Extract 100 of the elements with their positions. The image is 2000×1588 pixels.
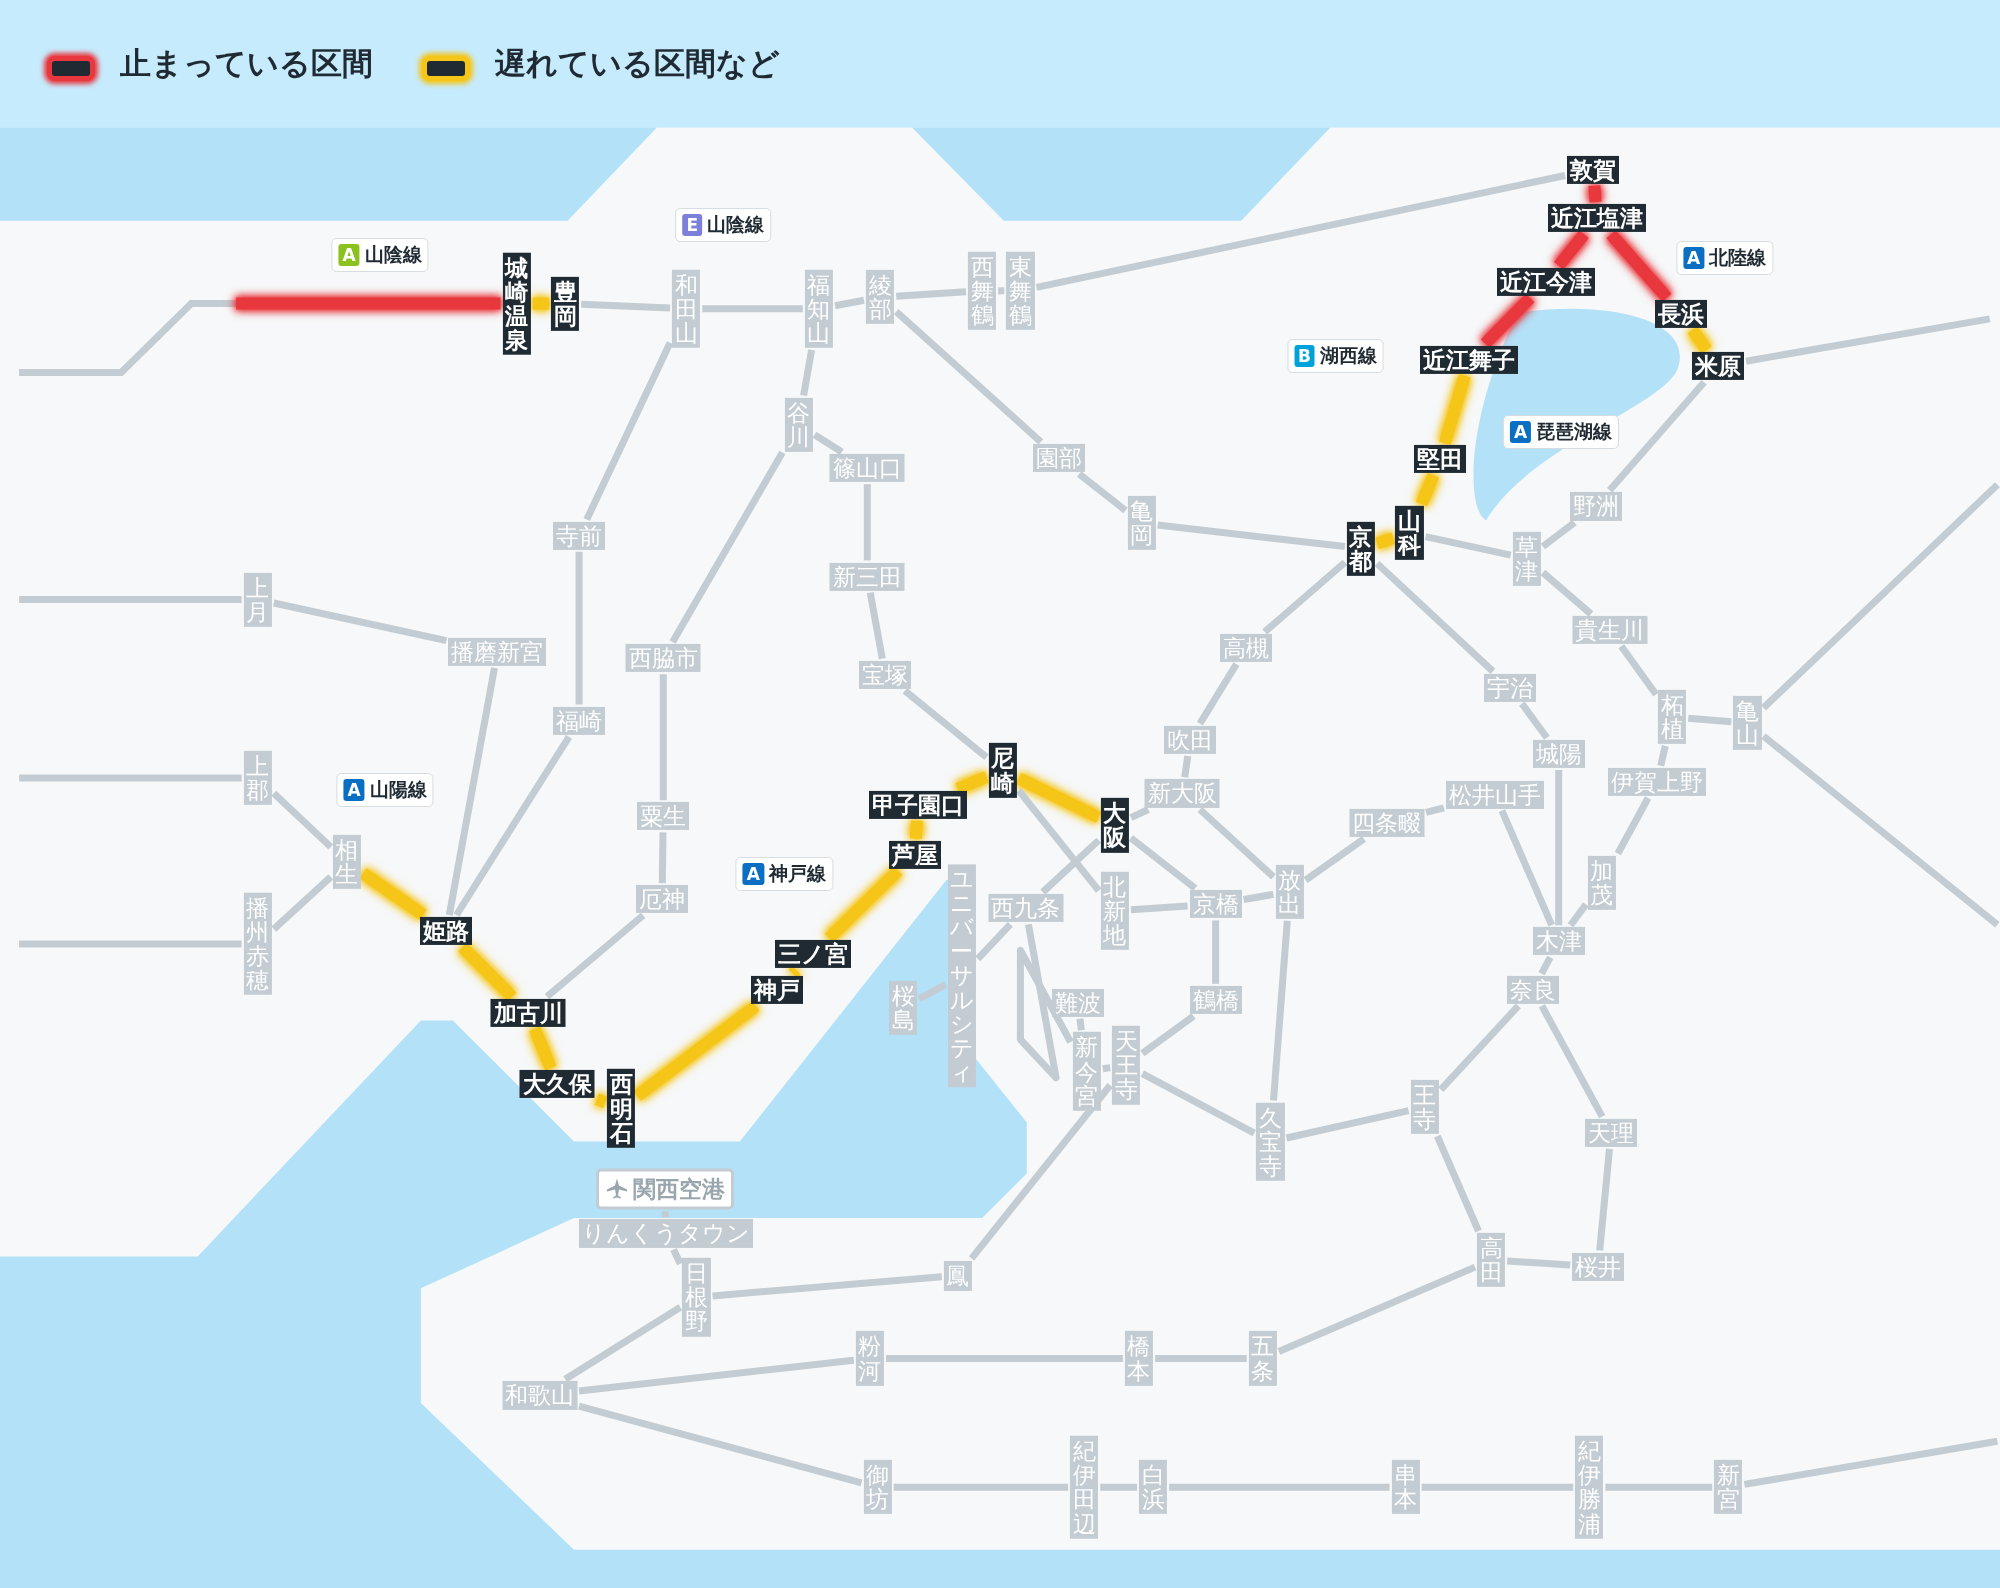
line-letter-badge: A xyxy=(1510,421,1532,444)
station-box: 天王寺 xyxy=(1112,1025,1141,1105)
rail-line xyxy=(1761,733,2000,928)
station-box: 豊岡 xyxy=(551,276,580,331)
rail-line xyxy=(1596,1148,1613,1251)
station-box: 四条畷 xyxy=(1349,808,1424,837)
rail-line xyxy=(712,1273,943,1300)
station-box: 北新地 xyxy=(1100,871,1129,950)
rail-line xyxy=(669,450,786,644)
line-name: 北陸線 xyxy=(1709,244,1767,270)
rail-line xyxy=(1076,1018,1085,1031)
station-box: 米原 xyxy=(1692,352,1745,381)
station-box: 和歌山 xyxy=(502,1381,577,1410)
rail-line xyxy=(633,1001,760,1101)
station-box: 吹田 xyxy=(1164,725,1217,754)
station-box: 亀岡 xyxy=(1127,495,1156,551)
station-box: 堅田 xyxy=(1414,445,1467,474)
station-box: 京都 xyxy=(1346,521,1376,576)
station-box: 近江舞子 xyxy=(1420,345,1519,374)
rail-line xyxy=(359,868,427,920)
station-box: 亀山 xyxy=(1733,696,1762,751)
rail-line xyxy=(458,942,517,1001)
rail-line xyxy=(1128,835,1198,891)
station-box: 木津 xyxy=(1532,927,1585,956)
rail-line xyxy=(1016,772,1102,823)
station-box: 尼崎 xyxy=(988,743,1017,798)
station-box: 宝塚 xyxy=(859,660,912,689)
rail-line xyxy=(1262,559,1348,635)
rail-line xyxy=(1555,769,1563,926)
station-box: りんくうタウン xyxy=(578,1219,753,1248)
station-box: 草津 xyxy=(1512,531,1541,586)
station-box: 三ノ宮 xyxy=(774,940,851,969)
station-box: 西脇市 xyxy=(625,644,701,673)
line-letter-badge: B xyxy=(1294,344,1315,367)
rail-line xyxy=(1197,806,1276,880)
station-box: 厄神 xyxy=(636,885,688,914)
line-letter-badge: A xyxy=(1682,246,1705,269)
station-box: 桜井 xyxy=(1572,1252,1625,1281)
rail-line xyxy=(1285,1107,1410,1142)
line-badge xyxy=(675,207,771,242)
rail-line xyxy=(812,431,844,455)
station-box: 奈良 xyxy=(1507,975,1560,1004)
station-box: 相生 xyxy=(332,835,361,890)
rail-line xyxy=(1375,532,1396,550)
station-box: 柘植 xyxy=(1658,689,1687,744)
rail-line xyxy=(834,296,865,310)
line-letter-badge: A xyxy=(343,778,365,801)
rail-line xyxy=(1277,1263,1477,1355)
station-box: 播磨新宮 xyxy=(448,637,547,666)
station-box: 紀伊勝浦 xyxy=(1575,1435,1604,1539)
rail-line xyxy=(1130,902,1188,914)
station-box: 上月 xyxy=(243,572,272,627)
rail-line xyxy=(893,309,1044,445)
rail-line xyxy=(1657,745,1669,767)
station-box: 加古川 xyxy=(490,998,566,1027)
station-box: 播州赤穂 xyxy=(243,892,272,996)
line-badge xyxy=(1675,240,1774,275)
rail-line xyxy=(909,820,924,839)
rail-line xyxy=(1538,955,1554,976)
rail-line xyxy=(563,1304,683,1383)
rail-line xyxy=(1415,473,1439,507)
station-box: 天理 xyxy=(1585,1118,1637,1147)
line-letter-badge: A xyxy=(338,244,360,267)
station-box: 大阪 xyxy=(1100,798,1129,853)
rail-line xyxy=(1618,644,1659,697)
station-box: 松井山手 xyxy=(1445,780,1544,809)
rail-line xyxy=(453,734,572,917)
rail-line xyxy=(1606,230,1672,302)
rail-line xyxy=(661,1211,669,1218)
rail-line xyxy=(1181,755,1192,778)
station-box: 野洲 xyxy=(1569,492,1622,521)
station-box: 橋本 xyxy=(1124,1331,1154,1386)
rail-line xyxy=(788,965,801,978)
rail-line xyxy=(902,688,989,760)
line-name: 山陽線 xyxy=(369,776,427,802)
station-box: 長浜 xyxy=(1655,299,1708,328)
rail-line xyxy=(271,874,334,932)
station-box: 上郡 xyxy=(243,750,272,806)
station-box: 城崎温泉 xyxy=(502,252,531,355)
rail-line xyxy=(1745,315,1991,365)
rail-line xyxy=(594,1093,608,1108)
station-box: 東舞鶴 xyxy=(1006,251,1035,330)
station-box: 神戸 xyxy=(750,975,803,1004)
station-box: 御坊 xyxy=(863,1460,892,1515)
station-box: 新今宮 xyxy=(1072,1032,1101,1111)
station-box: 伊賀上野 xyxy=(1607,767,1706,796)
rail-line xyxy=(1540,519,1577,550)
station-box: 園部 xyxy=(1032,443,1085,472)
station-box: 鳳 xyxy=(943,1260,972,1291)
rail-line xyxy=(273,599,448,645)
rail-line xyxy=(578,1356,855,1395)
rail-line xyxy=(1243,890,1274,903)
rail-line xyxy=(544,912,646,1000)
station-box: 放出 xyxy=(1275,864,1304,919)
rail-line xyxy=(1140,1070,1256,1137)
station-box: 難波 xyxy=(1051,988,1104,1017)
station-box: 近江今津 xyxy=(1496,267,1595,296)
rail-line xyxy=(271,790,334,850)
rail-line xyxy=(1480,293,1535,348)
station-box: 大久保 xyxy=(519,1070,595,1099)
